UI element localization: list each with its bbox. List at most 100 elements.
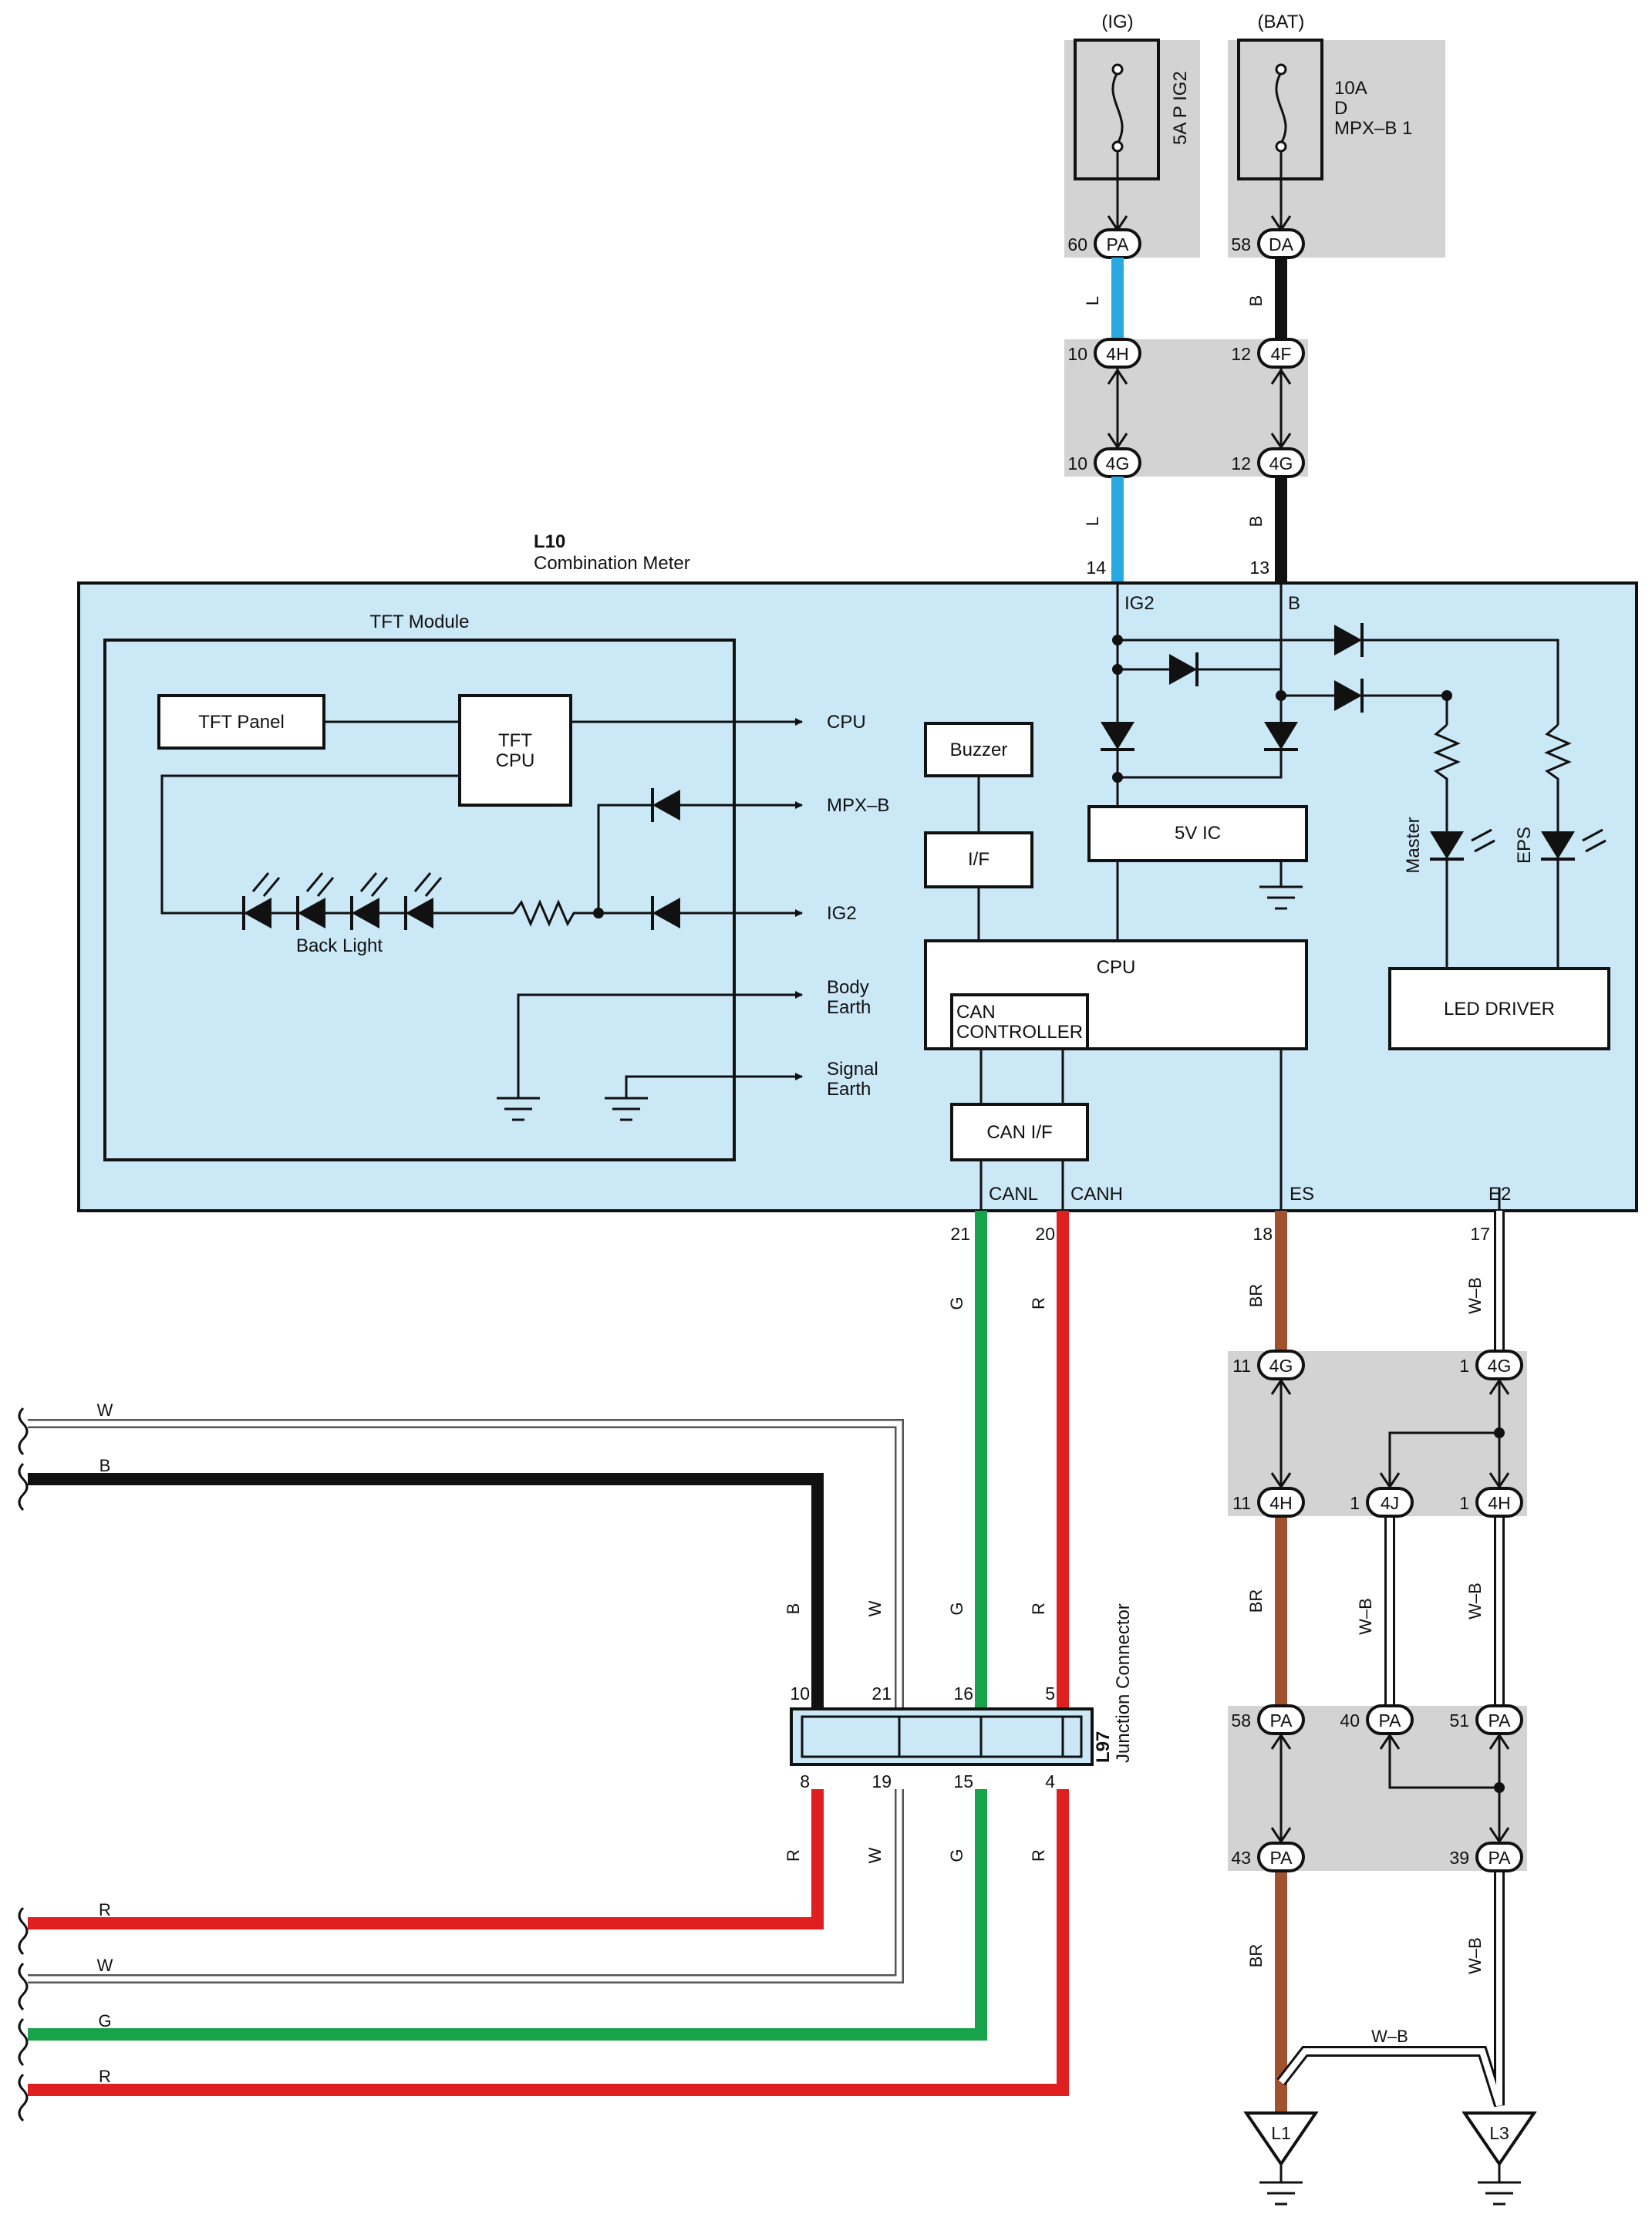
- ig-fuse-box-bg: [1064, 40, 1200, 258]
- svg-text:Earth: Earth: [827, 1079, 871, 1100]
- svg-text:G: G: [947, 1602, 966, 1615]
- svg-text:W: W: [865, 1847, 885, 1863]
- bat-fuse-box-bg: [1228, 40, 1445, 258]
- can-wiring: W B R W G R G R B W G R R W G R L97 Junc…: [18, 1211, 1134, 2122]
- svg-text:12: 12: [1231, 344, 1251, 364]
- svg-text:W: W: [97, 1956, 113, 1975]
- svg-text:W–B: W–B: [1465, 1277, 1485, 1314]
- combination-meter: L10 Combination Meter 14 13 IG2 B TFT Mo…: [77, 531, 1638, 1244]
- pin-17: 17: [1470, 1224, 1490, 1244]
- svg-text:L: L: [1083, 517, 1102, 526]
- svg-text:PA: PA: [1107, 234, 1130, 254]
- ground-icon: [605, 1097, 648, 1121]
- wire-r-left: [28, 1789, 824, 1929]
- pin-13: 13: [1249, 558, 1269, 578]
- meter-name: Combination Meter: [534, 553, 690, 574]
- svg-text:Master: Master: [1403, 817, 1424, 873]
- svg-text:R: R: [1029, 1297, 1048, 1309]
- pin-20: 20: [1035, 1224, 1055, 1244]
- term-b: B: [1288, 593, 1300, 614]
- svg-text:10: 10: [1067, 453, 1087, 474]
- ground-icon: [497, 1097, 540, 1121]
- wire-g-lower: [28, 1789, 987, 2041]
- wire-wb-4: [1276, 1871, 1505, 2108]
- pin-18: 18: [1252, 1224, 1273, 1244]
- resistor-icon: [1544, 723, 1572, 831]
- svg-text:4J: 4J: [1381, 1493, 1399, 1513]
- tft-panel: [157, 694, 325, 750]
- svg-text:B: B: [1246, 295, 1266, 307]
- svg-text:W: W: [865, 1600, 885, 1616]
- svg-text:58: 58: [1231, 1710, 1251, 1731]
- svg-text:MPX–B: MPX–B: [827, 795, 889, 816]
- svg-text:R: R: [784, 1849, 803, 1862]
- svg-text:TFT Panel: TFT Panel: [198, 712, 285, 733]
- back-light-leds: Back Light: [242, 872, 514, 956]
- ground-point-l1: L1: [1243, 2111, 1319, 2206]
- svg-text:8: 8: [800, 1771, 810, 1791]
- led-driver: [1388, 967, 1610, 1050]
- svg-text:1: 1: [1350, 1493, 1360, 1513]
- svg-text:19: 19: [872, 1771, 892, 1791]
- svg-text:10: 10: [1067, 344, 1087, 364]
- svg-text:4F: 4F: [1271, 344, 1292, 364]
- svg-text:CPU: CPU: [827, 712, 866, 733]
- svg-text:1: 1: [1459, 1356, 1469, 1376]
- svg-text:G: G: [947, 1296, 966, 1309]
- svg-text:CANL: CANL: [989, 1184, 1038, 1205]
- svg-text:Buzzer: Buzzer: [950, 740, 1008, 760]
- connector-4h-10: [1094, 338, 1141, 369]
- svg-text:TFT: TFT: [498, 730, 532, 751]
- svg-text:L: L: [1083, 296, 1102, 305]
- svg-text:51: 51: [1449, 1710, 1469, 1731]
- diode-icon: [651, 896, 680, 930]
- svg-text:4G: 4G: [1106, 453, 1130, 474]
- svg-text:EPS: EPS: [1514, 827, 1535, 864]
- pin-21: 21: [950, 1224, 970, 1244]
- ground-junctions: BR BR BR W–B W–B W–B W–B W–B 4G 11 4G: [1228, 1211, 1537, 2206]
- ground-point-l3: L3: [1462, 2111, 1537, 2206]
- svg-text:PA: PA: [1379, 1710, 1402, 1731]
- bat-supply-label: (BAT): [1258, 12, 1305, 32]
- svg-text:39: 39: [1449, 1848, 1469, 1868]
- term-ig2: IG2: [1124, 593, 1155, 614]
- meter-panel: [77, 581, 1638, 1212]
- top-wires: L B 4H 10 4F 12 4G 10 4G 12 L B: [1067, 258, 1305, 583]
- svg-text:4H: 4H: [1269, 1493, 1292, 1513]
- svg-text:4G: 4G: [1269, 1356, 1293, 1376]
- svg-text:5V IC: 5V IC: [1175, 823, 1221, 844]
- svg-text:TFT Module: TFT Module: [370, 612, 470, 632]
- svg-text:IG2: IG2: [827, 903, 857, 924]
- svg-text:Signal: Signal: [827, 1059, 878, 1080]
- svg-text:PA: PA: [1488, 1848, 1512, 1868]
- svg-text:11: 11: [1232, 1493, 1251, 1513]
- svg-text:10: 10: [790, 1683, 810, 1704]
- svg-text:W–B: W–B: [1371, 2027, 1408, 2046]
- l97-name: Junction Connector: [1113, 1603, 1134, 1763]
- junction-connector-l97: L97 Junction Connector 10 21 16 5 8 19 1…: [790, 1603, 1134, 1791]
- pin-58: 58: [1231, 234, 1251, 254]
- fuse-area: (IG) (BAT) 5A P IG2 10A D MPX–B 1 PA 60 …: [1064, 12, 1445, 477]
- svg-text:40: 40: [1340, 1710, 1360, 1731]
- diode-icon: [651, 788, 680, 822]
- svg-text:Body: Body: [827, 977, 869, 998]
- pin-60: 60: [1067, 234, 1087, 254]
- led-icon: [296, 872, 335, 930]
- svg-text:5: 5: [1045, 1683, 1055, 1704]
- svg-text:1: 1: [1459, 1493, 1469, 1513]
- wire-w-upper: [28, 1419, 904, 1712]
- connector-da-58: DA 58: [1231, 228, 1305, 259]
- svg-text:R: R: [1029, 1849, 1048, 1862]
- bat-fuse-rating-2: D: [1334, 98, 1347, 119]
- tft-cpu: [458, 694, 572, 807]
- bat-fuse-rating-3: MPX–B 1: [1334, 118, 1412, 139]
- wire-break-icons: [18, 1407, 29, 2122]
- svg-text:R: R: [99, 1900, 111, 1919]
- svg-text:PA: PA: [1270, 1848, 1293, 1868]
- wire-b-left: [28, 1473, 824, 1712]
- svg-text:11: 11: [1232, 1356, 1251, 1376]
- svg-text:15: 15: [953, 1771, 973, 1791]
- pin-14: 14: [1086, 558, 1106, 578]
- wire-r-lower: [28, 1789, 1069, 2096]
